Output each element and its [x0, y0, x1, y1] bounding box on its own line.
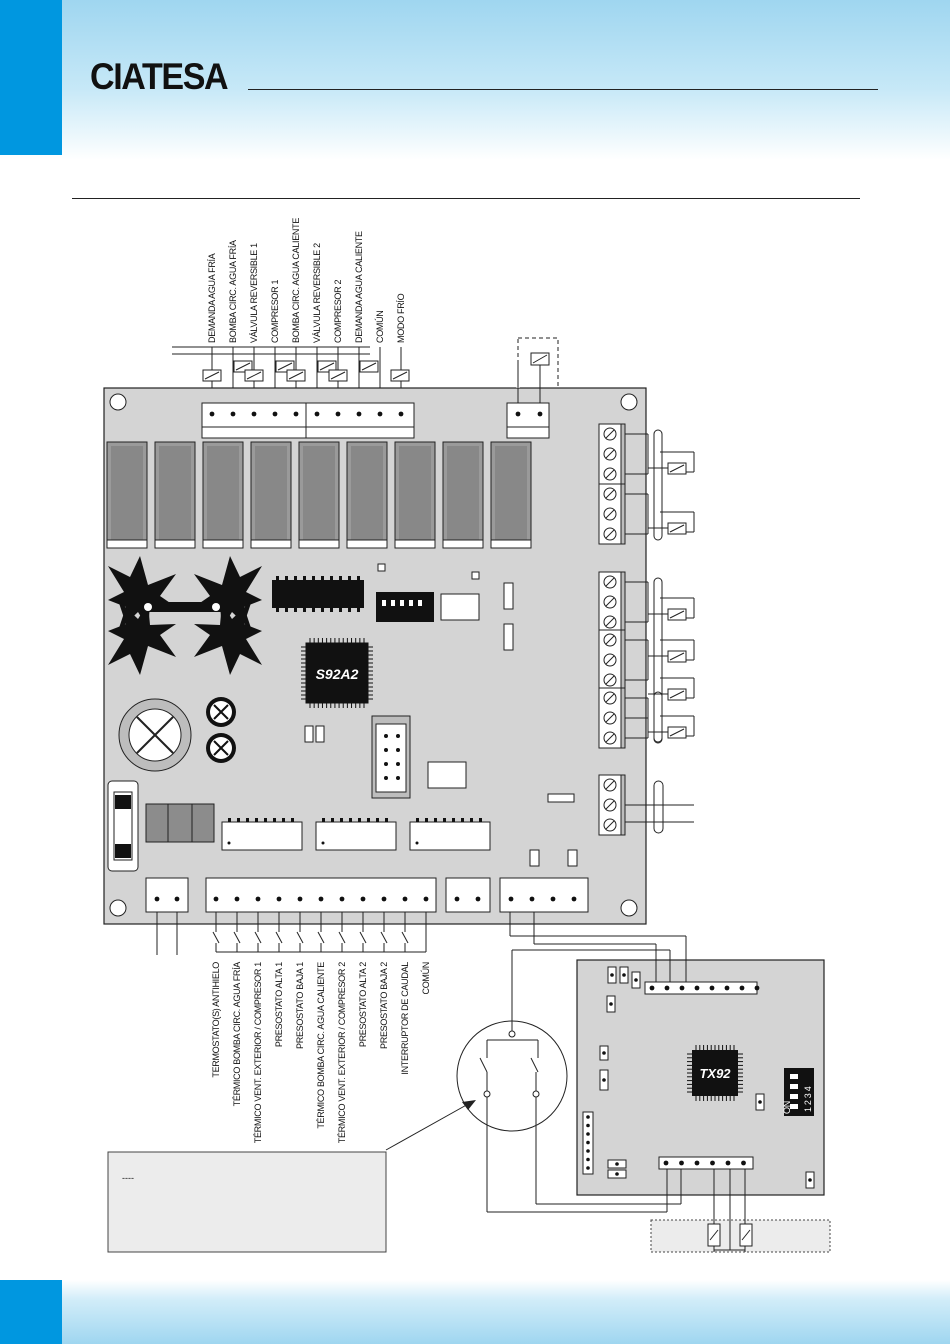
jumper — [547, 793, 575, 803]
jumper — [529, 849, 540, 867]
remote-terminal-bottom — [658, 1156, 754, 1170]
terminal-pins — [154, 896, 577, 902]
bottom-label: TÉRMICO VENT. EXTERIOR / COMPRESOR 1 — [253, 962, 263, 1144]
fuse-holder — [107, 780, 139, 872]
header-side-bar — [0, 0, 62, 155]
ic-dip-8 — [440, 593, 480, 621]
ic-optocoupler — [409, 821, 491, 851]
ic-dip-20 — [272, 580, 364, 608]
chip-label-remote: TX92 — [699, 1066, 731, 1081]
jumper — [503, 582, 514, 610]
top-label: COMPRESOR 1 — [270, 279, 280, 343]
relay-row — [106, 441, 532, 549]
terminal-block-bottom-d — [499, 877, 589, 913]
input-wires — [156, 912, 427, 955]
microcontroller-tx92 — [692, 1050, 738, 1096]
mount-hole — [109, 899, 127, 917]
ic-optocoupler — [315, 821, 397, 851]
bottom-input-labels: TERMOSTATO(S) ANTIHIELO TÉRMICO BOMBA CIR… — [211, 962, 431, 1144]
header-background — [0, 0, 950, 160]
top-label: MODO FRÍO — [396, 293, 406, 343]
terminal-block-bottom-c — [445, 877, 491, 913]
dip-number-label: 1 2 3 4 — [803, 1086, 813, 1112]
bottom-label: TERMOSTATO(S) ANTIHIELO — [211, 962, 221, 1078]
screw-terminals — [598, 423, 626, 836]
terminal-block-base — [305, 426, 415, 439]
mount-hole — [620, 899, 638, 917]
brand-logo: CIATESA — [90, 56, 229, 97]
bottom-label: TÉRMICO VENT. EXTERIOR / COMPRESOR 2 — [337, 962, 347, 1144]
heatsink-icon — [108, 556, 262, 675]
top-label: BOMBA CIRC. AGUA FRÍA — [228, 240, 238, 343]
bottom-label: PRESOSTATO ALTA 1 — [274, 962, 284, 1047]
bottom-label: TÉRMICO BOMBA CIRC. AGUA CALIENTE — [316, 962, 326, 1129]
dip-on-label: ON — [782, 1101, 792, 1114]
footer-side-bar — [0, 1280, 62, 1344]
remote-sensors — [650, 1169, 831, 1253]
transformer-block — [145, 803, 215, 843]
top-label: VÁLVULA REVERSIBLE 2 — [312, 243, 322, 343]
top-output-labels: DEMANDA AGUA FRÍA BOMBA CIRC. AGUA FRÍA VÁ… — [207, 218, 406, 343]
led — [471, 571, 480, 580]
footer-background — [0, 1280, 950, 1344]
mount-hole — [620, 393, 638, 411]
capacitor-icon — [118, 698, 192, 772]
bottom-label: PRESOSTATO BAJA 2 — [379, 962, 389, 1049]
sensor-wiring — [625, 429, 695, 834]
bottom-label: PRESOSTATO ALTA 2 — [358, 962, 368, 1047]
programming-header — [371, 715, 411, 799]
terminal-block-base — [201, 426, 307, 439]
potentiometer-icon — [206, 733, 236, 763]
ic-dip-8 — [427, 761, 467, 789]
dip-switch-bank — [376, 592, 434, 622]
terminal-block-bottom-b — [205, 877, 437, 913]
note-box-text: ---- — [122, 1173, 134, 1183]
remote-board-tx92: TX92 1 2 3 4 ON — [576, 959, 825, 1196]
chip-label-main: S92A2 — [316, 666, 359, 682]
top-label: VÁLVULA REVERSIBLE 1 — [249, 243, 259, 343]
ic-optocoupler — [221, 821, 303, 851]
top-label: BOMBA CIRC. AGUA CALIENTE — [291, 218, 301, 343]
top-label: DEMANDA AGUA FRÍA — [207, 253, 217, 343]
top-output-wires — [172, 346, 410, 413]
jumper — [503, 623, 514, 651]
bottom-label: PRESOSTATO BAJA 1 — [295, 962, 305, 1049]
ic-pins — [227, 818, 482, 845]
terminal-pins — [209, 411, 543, 417]
header-rule — [248, 89, 878, 90]
bottom-label: COMÚN — [421, 962, 431, 995]
jumper — [315, 725, 325, 743]
dip-switch-levers — [382, 600, 422, 606]
jumper — [567, 849, 578, 867]
mode-relay — [516, 337, 559, 403]
mount-hole — [109, 393, 127, 411]
bottom-label: TÉRMICO BOMBA CIRC. AGUA FRÍA — [232, 962, 242, 1107]
top-label: COMÚN — [375, 311, 385, 344]
potentiometer-icon — [206, 697, 236, 727]
top-label: COMPRESOR 2 — [333, 279, 343, 343]
microcontroller-s92a2: S92A2 — [301, 638, 373, 708]
ic-pins — [276, 576, 360, 612]
top-label: DEMANDA AGUA CALIENTE — [354, 231, 364, 343]
main-control-board: S92A2 — [103, 387, 647, 925]
led — [377, 563, 386, 572]
remote-dip-switch — [784, 1068, 814, 1116]
terminal-block-base — [506, 426, 550, 439]
terminal-block-top-c — [506, 402, 550, 428]
section-rule — [72, 198, 860, 199]
note-box: ---- — [107, 1151, 387, 1253]
terminal-block-bottom-a — [145, 877, 189, 913]
bottom-label: INTERRUPTOR DE CAUDAL — [400, 962, 410, 1075]
jumper — [304, 725, 314, 743]
flow-switch-detail — [385, 912, 687, 1213]
